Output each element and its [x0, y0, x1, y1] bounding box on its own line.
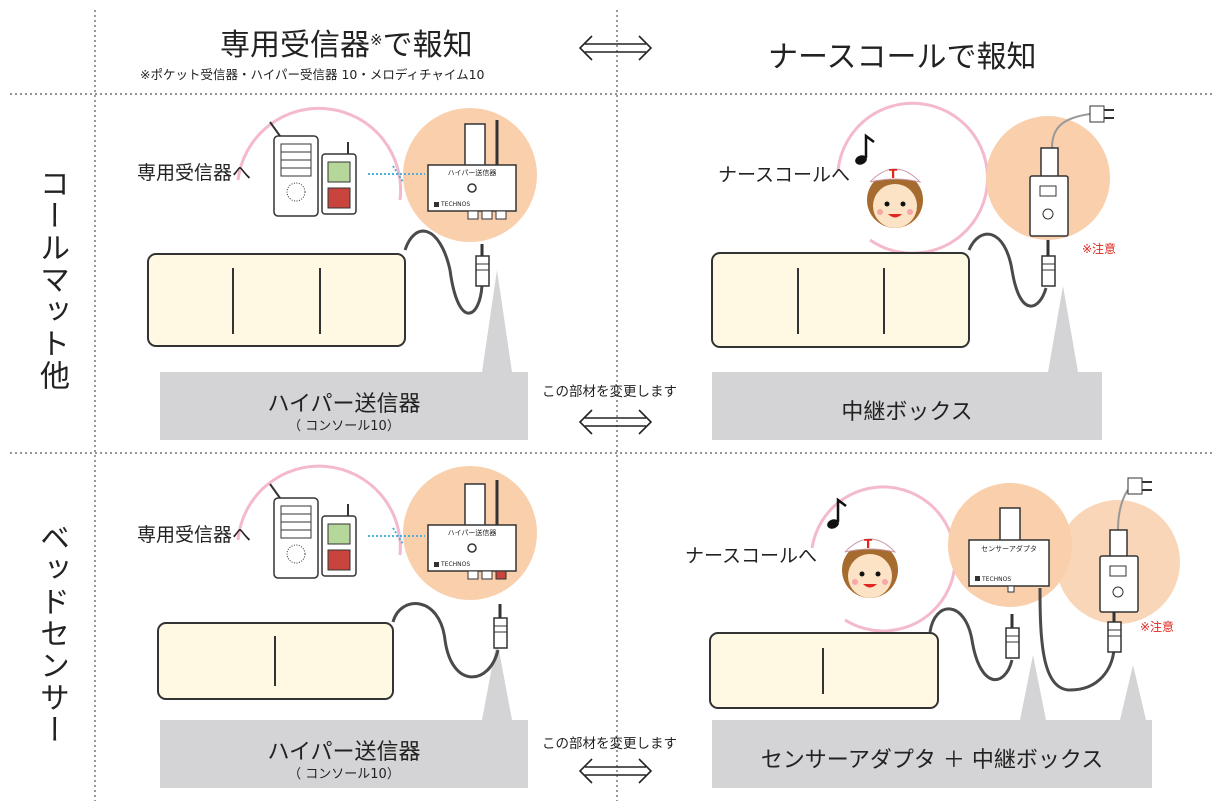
component-box-adapter-relay: センサーアダプタ ＋ 中継ボックス — [712, 720, 1152, 788]
pointer-2r-a — [1020, 655, 1046, 720]
music-note-1 — [855, 133, 875, 165]
change-arrow-2 — [578, 758, 653, 784]
sensor-adapter-device — [968, 507, 1050, 593]
svg-text:T: T — [864, 537, 873, 551]
pointer-2l — [482, 640, 512, 720]
warning-note-1: ※注意 — [1082, 242, 1117, 256]
wireless-2 — [368, 527, 425, 545]
component-box-transmitter-1: ハイパー送信器 （ コンソール10） — [160, 372, 528, 440]
receiver-footnote: ※ポケット受信器・ハイパー受信器 10・メロディチャイム10 — [140, 67, 485, 82]
receiver-devices-1 — [269, 121, 357, 217]
mat-1r — [711, 252, 970, 348]
left-title-text: 専用受信器 — [220, 28, 370, 63]
header-double-arrow — [578, 35, 653, 61]
component-box-relay-1: 中継ボックス — [712, 372, 1102, 440]
mat-1 — [147, 253, 406, 347]
row-label-call-mat: コールマット他 — [34, 168, 69, 392]
receiver-ring-1 — [236, 106, 403, 201]
brand-3: TECHNOS — [982, 576, 1012, 583]
cable-1r — [967, 232, 1048, 308]
nurse-ring-1 — [836, 101, 990, 255]
transmitter-device-text-1: ハイパー送信器 — [447, 169, 497, 177]
change-label-1: この部材を変更します — [542, 384, 677, 400]
row-label-bed-sensor: ベッドセンサー — [34, 522, 69, 746]
grid-lines — [10, 10, 1215, 801]
relay-box-device-1 — [1029, 105, 1114, 237]
cable-2r-a — [928, 607, 1014, 682]
receiver-devices-2 — [269, 483, 357, 579]
box-main-label-1r: 中継ボックス — [841, 400, 973, 425]
box-main-label-1l: ハイパー送信器 — [267, 392, 421, 417]
pointer-2r-b — [1120, 665, 1146, 720]
change-label-2: この部材を変更します — [542, 736, 677, 752]
cable-2l — [391, 602, 500, 679]
receiver-label-1: 専用受信器へ — [137, 162, 252, 184]
brand-1: TECHNOS — [441, 201, 471, 208]
receiver-ring-2 — [236, 464, 402, 556]
cable-2r-b — [1038, 587, 1116, 692]
component-box-transmitter-2: ハイパー送信器 （ コンソール10） — [160, 720, 528, 788]
transmitter-device-2 — [427, 480, 517, 580]
box-main-label-2r: センサーアダプタ ＋ 中継ボックス — [760, 748, 1104, 773]
music-note-2 — [827, 497, 847, 529]
nurse-label-2: ナースコールへ — [685, 545, 818, 567]
nurse-label-1: ナースコールへ — [718, 164, 851, 186]
box-sub-label-2l: （ コンソール10） — [288, 767, 400, 782]
transmitter-device-1 — [427, 120, 517, 220]
nurse-face-2: T — [842, 537, 898, 598]
plug-2l — [493, 604, 508, 649]
transmitter-device-text-2: ハイパー送信器 — [447, 529, 497, 537]
right-column-title: ナースコールで報知 — [768, 40, 1037, 75]
relay-box-device-2 — [1099, 477, 1152, 613]
svg-text:T: T — [889, 167, 898, 181]
box-main-label-2l: ハイパー送信器 — [267, 740, 421, 765]
plug-1l — [475, 244, 490, 287]
plug-1r — [1041, 240, 1056, 287]
warning-note-2: ※注意 — [1140, 620, 1175, 634]
cable-1l — [403, 229, 484, 315]
left-column-title: 専用受信器※で報知 — [220, 20, 473, 64]
left-title-mark: ※ — [370, 31, 383, 49]
receiver-label-2: 専用受信器へ — [137, 524, 252, 546]
pointer-1l — [482, 270, 512, 372]
left-title-suffix: で報知 — [382, 28, 473, 63]
brand-2: TECHNOS — [441, 561, 471, 568]
box-sub-label-1l: （ コンソール10） — [288, 419, 400, 434]
change-arrow-1 — [578, 409, 653, 435]
adapter-device-text: センサーアダプタ — [981, 545, 1037, 553]
pointer-1r — [1048, 286, 1078, 372]
plug-2r-a — [1005, 614, 1020, 659]
nurse-face-1: T — [867, 167, 923, 228]
wireless-1 — [368, 165, 425, 183]
